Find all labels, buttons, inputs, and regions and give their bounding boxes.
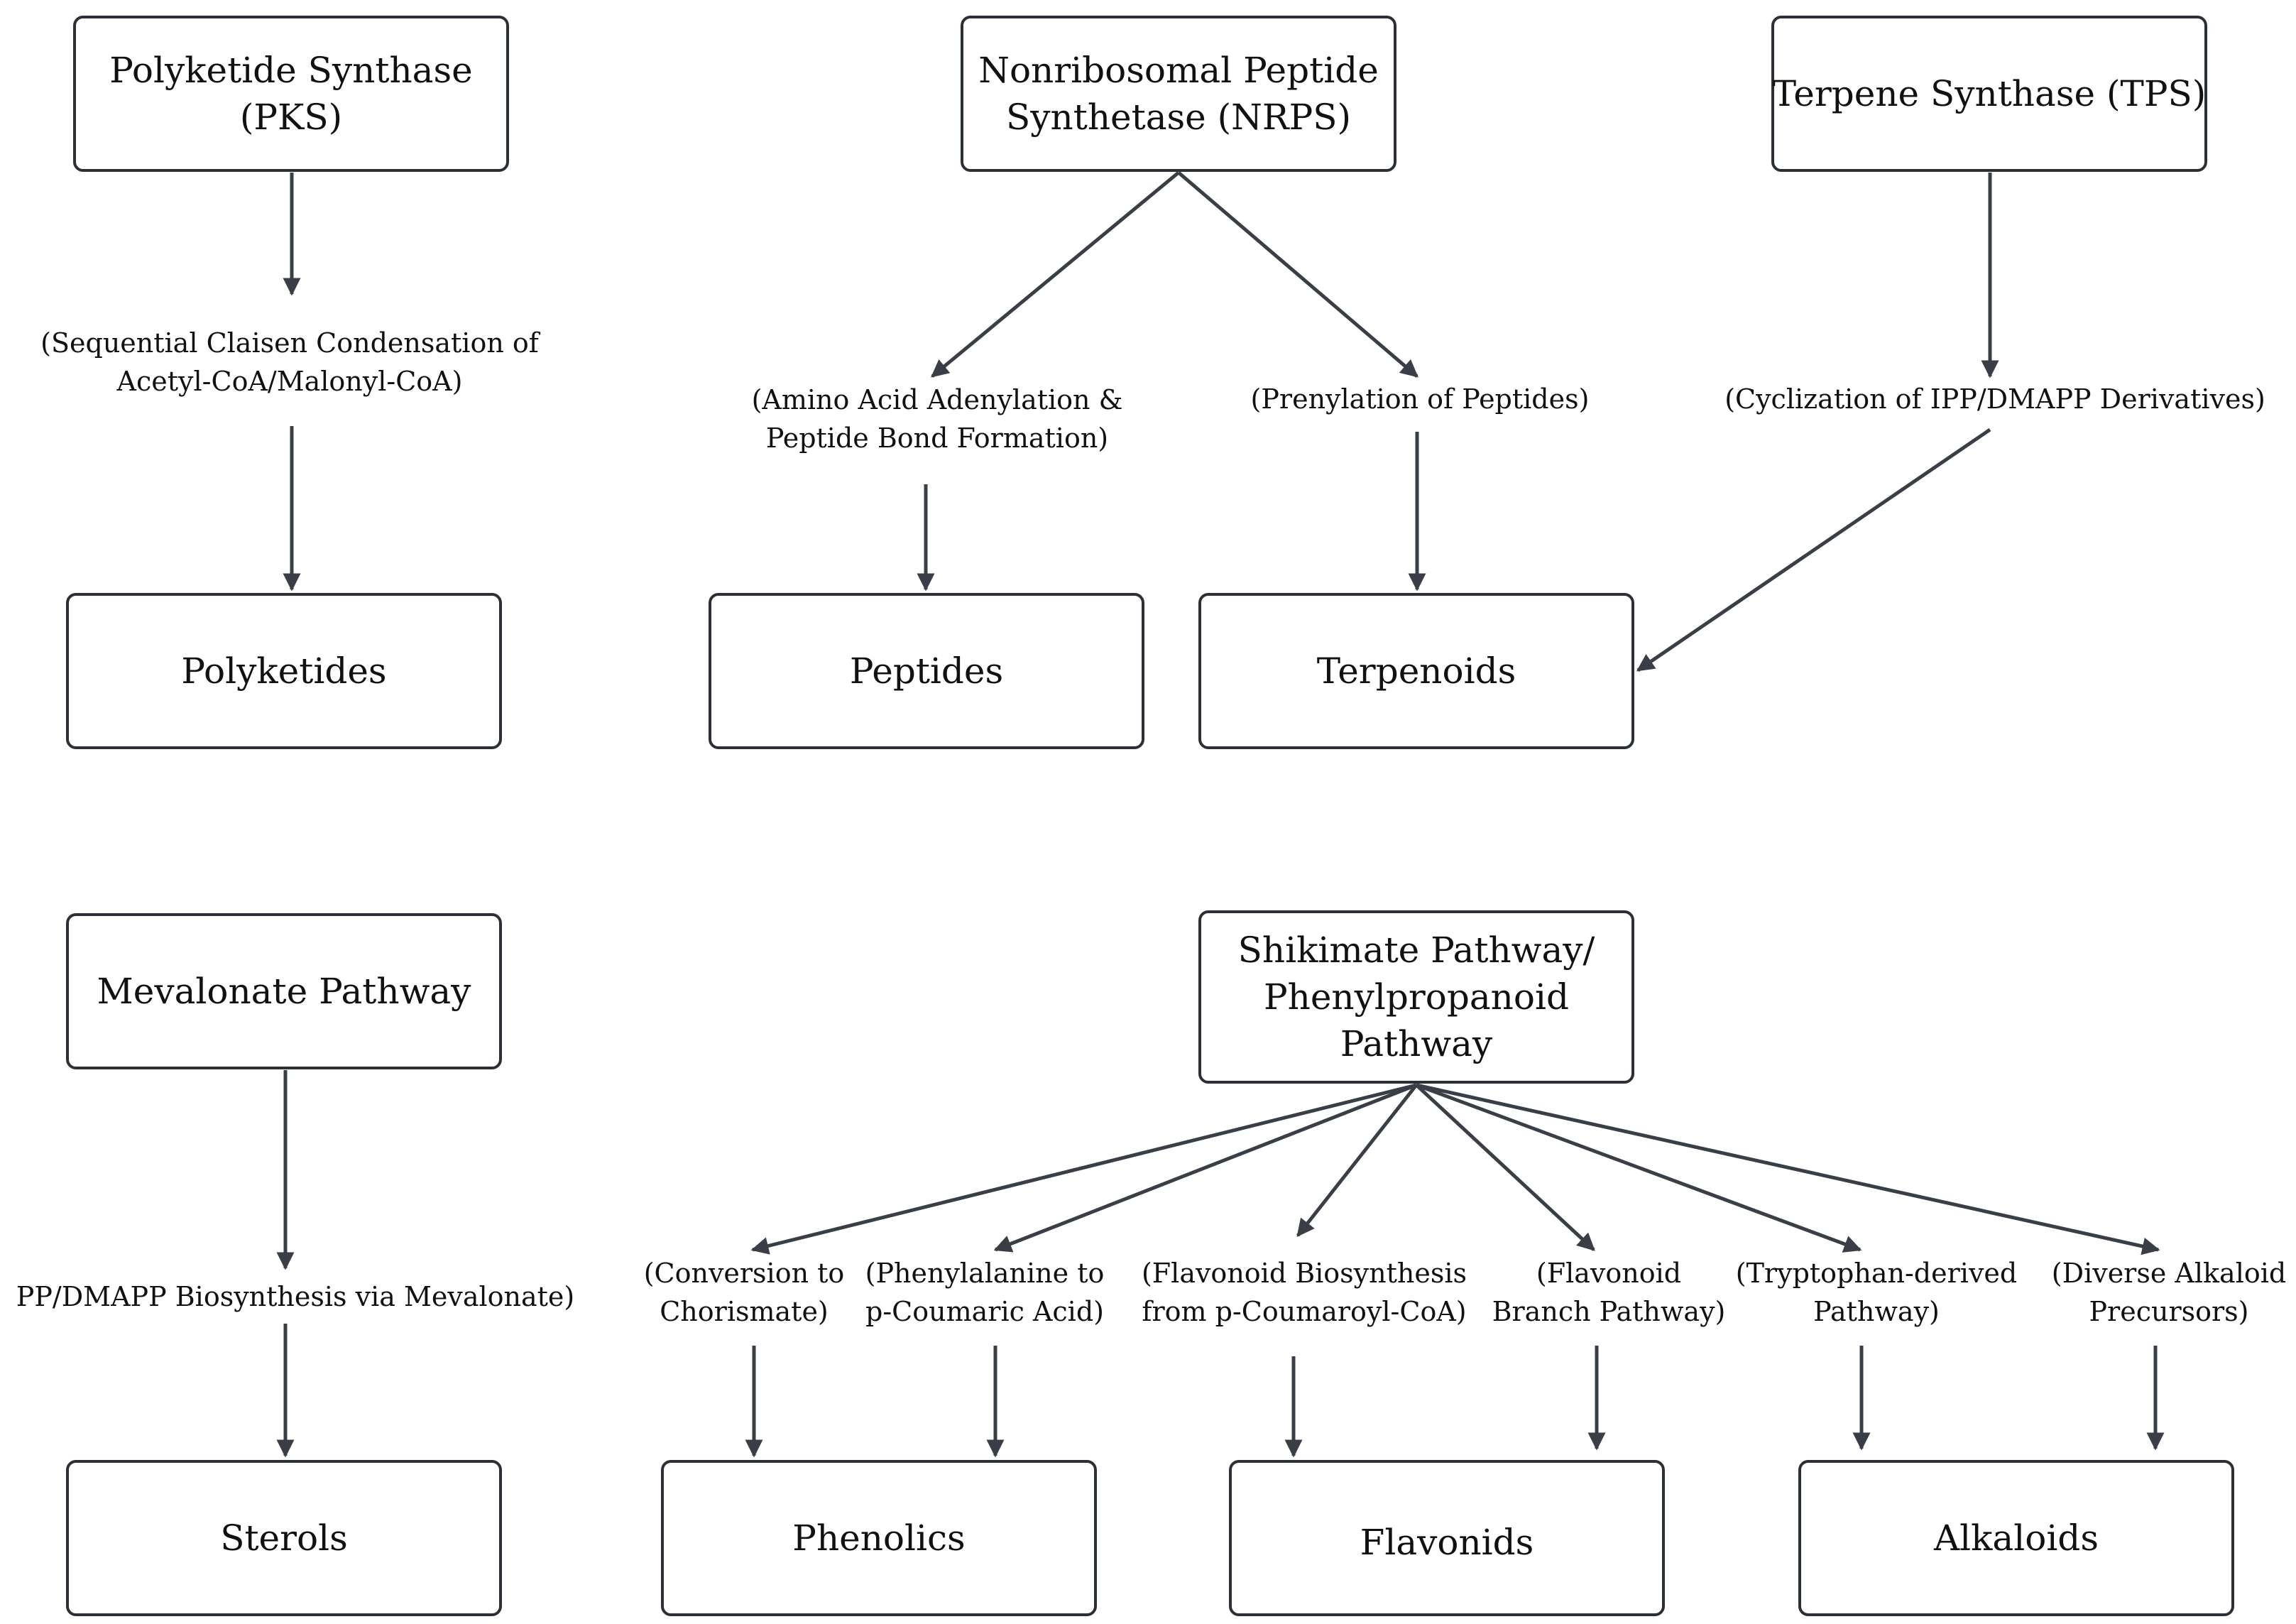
node-polyketides: Polyketides: [66, 593, 502, 749]
step-label-cyclization: (Cyclization of IPP/DMAPP Derivatives): [1724, 383, 2265, 415]
node-label: Nonribosomal Peptide: [978, 50, 1379, 91]
node-pks: Polyketide Synthase (PKS): [73, 16, 509, 172]
arrow-shikimate-to-phenylalanine: [993, 1083, 1417, 1253]
arrow-shikimate-to-alkaloid-precursors: [1416, 1083, 2160, 1255]
node-terpenoids: Terpenoids: [1198, 593, 1634, 749]
node-box: [66, 593, 502, 749]
step-label-phenylalanine: (Phenylalanine to p-Coumaric Acid): [865, 1258, 1105, 1327]
node-label: Sterols: [220, 1517, 348, 1559]
step-label-line: (Sequential Claisen Condensation of: [40, 327, 541, 359]
node-phenolics: Phenolics: [661, 1460, 1097, 1616]
node-label: Terpenoids: [1317, 650, 1516, 692]
node-label: Polyketides: [181, 650, 386, 692]
node-box: [1198, 593, 1634, 749]
edges: [276, 171, 2165, 1458]
step-label-line: Chorismate): [660, 1296, 829, 1327]
node-label: Flavonids: [1360, 1522, 1534, 1563]
node-box: [66, 1460, 502, 1616]
step-label-line: (Prenylation of Peptides): [1251, 383, 1590, 415]
arrow-shikimate-to-chorismate: [750, 1083, 1417, 1255]
arrow-cyclization-to-terpenoids: [1636, 427, 1991, 672]
node-box: [709, 593, 1144, 749]
node-label: Shikimate Pathway/: [1238, 930, 1595, 971]
step-label-prenylation: (Prenylation of Peptides): [1251, 383, 1590, 415]
arrow-nrps-to-prenylation: [1177, 171, 1418, 378]
nodes: Polyketide Synthase (PKS) Nonribosomal Pep…: [66, 16, 2234, 1616]
arrow-shikimate-to-tryptophan: [1416, 1083, 1862, 1253]
node-label: (PKS): [240, 97, 342, 138]
node-box: [1229, 1460, 1665, 1616]
step-labels: (Sequential Claisen Condensation of Acety…: [16, 327, 2286, 1327]
arrow-shikimate-to-flavonoid-biosynthesis: [1296, 1084, 1418, 1237]
node-box: [66, 913, 502, 1069]
step-label-mevalonate-step: PP/DMAPP Biosynthesis via Mevalonate): [16, 1281, 574, 1312]
step-label-line: PP/DMAPP Biosynthesis via Mevalonate): [16, 1281, 574, 1312]
node-flavonids: Flavonids: [1229, 1460, 1665, 1616]
node-box: [1798, 1460, 2234, 1616]
node-box: [661, 1460, 1097, 1616]
node-label: Phenylpropanoid: [1264, 976, 1569, 1018]
node-box: [1198, 910, 1634, 1084]
arrow-shikimate-to-flavonoid-branch: [1415, 1084, 1595, 1251]
node-box: [1771, 16, 2207, 172]
step-label-line: Peptide Bond Formation): [766, 423, 1108, 454]
node-label: Mevalonate Pathway: [97, 971, 472, 1012]
step-label-line: (Flavonoid: [1536, 1258, 1681, 1289]
node-label: Phenolics: [792, 1517, 965, 1559]
step-label-flavonoid-biosynthesis: (Flavonoid Biosynthesis from p-Coumaroyl-…: [1142, 1258, 1467, 1327]
node-alkaloids: Alkaloids: [1798, 1460, 2234, 1616]
step-label-line: Pathway): [1813, 1296, 1940, 1327]
node-label: Pathway: [1340, 1023, 1493, 1064]
step-label-adenylation: (Amino Acid Adenylation & Peptide Bond Fo…: [752, 384, 1123, 454]
node-label: Polyketide Synthase: [109, 50, 472, 91]
node-label: Synthetase (NRPS): [1006, 97, 1351, 138]
node-mevalonate: Mevalonate Pathway: [66, 913, 502, 1069]
step-label-line: (Diverse Alkaloid: [2052, 1258, 2286, 1289]
node-label: Terpene Synthase (TPS): [1773, 73, 2206, 114]
step-label-line: (Conversion to: [644, 1258, 845, 1289]
step-label-line: from p-Coumaroyl-CoA): [1142, 1296, 1466, 1327]
node-sterols: Sterols: [66, 1460, 502, 1616]
node-tps: Terpene Synthase (TPS): [1771, 16, 2207, 172]
node-label: Peptides: [850, 650, 1003, 692]
step-label-line: Branch Pathway): [1492, 1296, 1726, 1327]
node-box: [961, 16, 1396, 172]
step-label-line: Precursors): [2089, 1296, 2248, 1327]
step-label-line: (Phenylalanine to: [865, 1258, 1105, 1289]
step-label-line: p-Coumaric Acid): [865, 1296, 1104, 1327]
step-label-claisen: (Sequential Claisen Condensation of Acety…: [40, 327, 541, 397]
step-label-line: Acetyl-CoA/Malonyl-CoA): [116, 366, 463, 397]
node-label: Alkaloids: [1933, 1517, 2099, 1559]
step-label-line: (Cyclization of IPP/DMAPP Derivatives): [1724, 383, 2265, 415]
node-box: [73, 16, 509, 172]
node-peptides: Peptides: [709, 593, 1144, 749]
step-label-line: (Amino Acid Adenylation &: [752, 384, 1123, 415]
step-label-line: (Flavonoid Biosynthesis: [1142, 1258, 1467, 1289]
step-label-line: (Tryptophan-derived: [1736, 1258, 2017, 1289]
step-label-chorismate: (Conversion to Chorismate): [644, 1258, 845, 1327]
arrow-nrps-to-adenylation: [931, 171, 1180, 378]
